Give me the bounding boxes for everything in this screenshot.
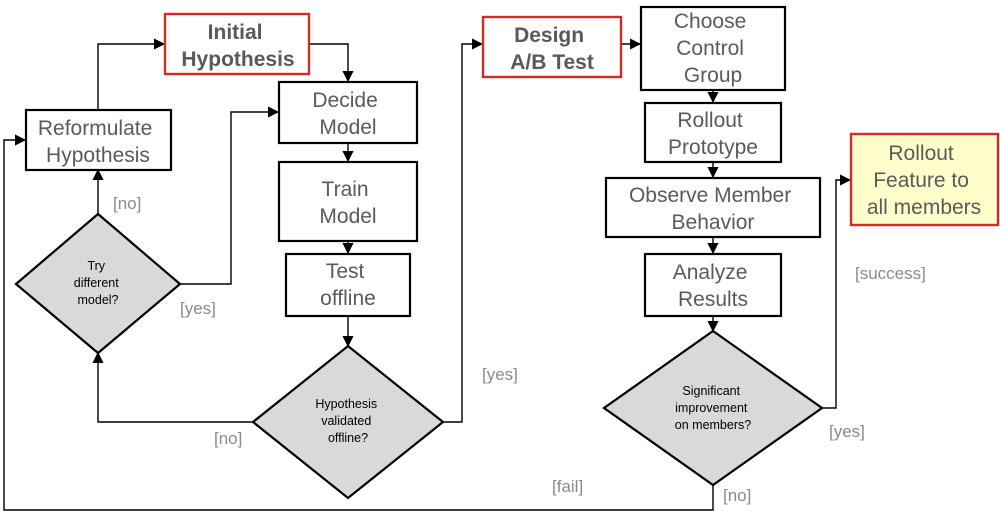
rollout-feature-line-3: all members [867,196,981,219]
try-different-line-1: Try [87,259,105,273]
initial-hypothesis-node: Initial Hypothesis [163,12,311,76]
decide-model-line-2: Model [319,116,376,139]
edge-significant-yes-to-rollout-feature [822,174,852,409]
reformulate-hypothesis-node: Reformulate Hypothesis [24,108,173,172]
svg-text:Train Model: Train Model [319,178,376,228]
svg-text:Test offline: Test offline [320,260,376,310]
edge-reformulate-to-initial [97,38,166,110]
edge-significant-no-to-reformulate [3,134,714,511]
choose-control-line-1: Choose [674,10,746,33]
test-offline-node: Test offline [284,252,412,318]
svg-text:Choose Control Gro: Choose Control Group [674,10,752,87]
train-model-line-1: Train [322,178,369,201]
edge-initial-to-decide [309,43,354,83]
significant-improvement-decision: Significant improvement on members? [602,329,824,487]
design-ab-test-node: Design A/B Test [481,15,623,79]
label-fail: [fail] [552,477,583,496]
svg-text:Initial Hypothesis: Initial Hypothesis [181,21,294,71]
validated-line-3: offline? [328,431,368,445]
edge-validated-yes-to-design [443,38,484,423]
observe-member-behavior-node: Observe Member Behavior [604,176,822,239]
reformulate-line-1: Reformulate [38,117,152,140]
rollout-feature-line-2: Feature to [873,169,969,192]
validated-line-2: validated [321,414,371,428]
design-ab-line-2: A/B Test [510,51,594,74]
hypothesis-validated-decision: Hypothesis validated offline? [251,344,445,500]
svg-text:Design A/B Test: Design A/B Test [510,24,594,74]
design-ab-line-1: Design [514,24,584,47]
significant-line-1: Significant [682,384,740,398]
observe-line-1: Observe Member [629,184,791,207]
svg-text:Reformulate Hypothesis: Reformulate Hypothesis [38,117,158,167]
svg-text:Rollout Feature to: Rollout Feature to all members [867,142,981,219]
edge-validated-no-to-try [92,351,255,423]
decide-model-line-1: Decide [312,89,377,112]
test-offline-line-2: offline [320,287,376,310]
train-model-line-2: Model [319,205,376,228]
choose-control-line-3: Group [684,64,742,87]
svg-text:Significant improvement: Significant improvement on members? [675,384,751,432]
try-different-model-decision: Try different model? [14,212,182,355]
choose-control-group-node: Choose Control Group [639,5,787,92]
validated-line-1: Hypothesis [315,397,377,411]
edge-labels: [no] [yes] [no] [yes] [success] [yes] [f… [113,194,926,505]
svg-text:Rollout Prototype: Rollout Prototype [668,109,758,159]
rollout-prototype-line-2: Prototype [668,136,758,159]
label-try-yes: [yes] [180,299,216,318]
rollout-feature-line-1: Rollout [888,142,954,165]
label-improvement-yes: [yes] [829,422,865,441]
rollout-feature-node: Rollout Feature to all members [849,132,1000,227]
edge-try-yes-to-decide [180,106,280,285]
analyze-results-node: Analyze Results [643,252,783,318]
rollout-prototype-node: Rollout Prototype [643,101,783,164]
decide-model-node: Decide Model [277,80,419,145]
label-improvement-no: [no] [723,486,751,505]
analyze-line-1: Analyze [673,261,748,284]
svg-text:Observe Member Behavior: Observe Member Behavior [629,184,797,234]
initial-hypothesis-line-1: Initial [208,21,263,44]
choose-control-line-2: Control [676,37,744,60]
try-different-line-2: different [74,276,119,290]
label-try-no: [no] [113,194,141,213]
svg-text:Try different mode: Try different model? [74,259,122,307]
significant-line-3: on members? [675,418,751,432]
reformulate-line-2: Hypothesis [46,144,150,167]
label-improvement-success: [success] [855,264,926,283]
rollout-prototype-line-1: Rollout [677,109,743,132]
svg-text:Decide Model: Decide Model [312,89,383,139]
significant-line-2: improvement [675,401,748,415]
svg-text:Hypothesis validated: Hypothesis validated offline? [315,397,380,445]
test-offline-line-1: Test [326,260,365,283]
observe-line-2: Behavior [672,211,755,234]
try-different-line-3: model? [78,293,119,307]
label-validated-yes: [yes] [482,365,518,384]
train-model-node: Train Model [277,160,419,243]
svg-text:Analyze Results: Analyze Results [673,261,754,311]
analyze-line-2: Results [678,288,748,311]
initial-hypothesis-line-2: Hypothesis [181,48,294,71]
edges [3,38,852,511]
label-validated-no: [no] [214,429,242,448]
